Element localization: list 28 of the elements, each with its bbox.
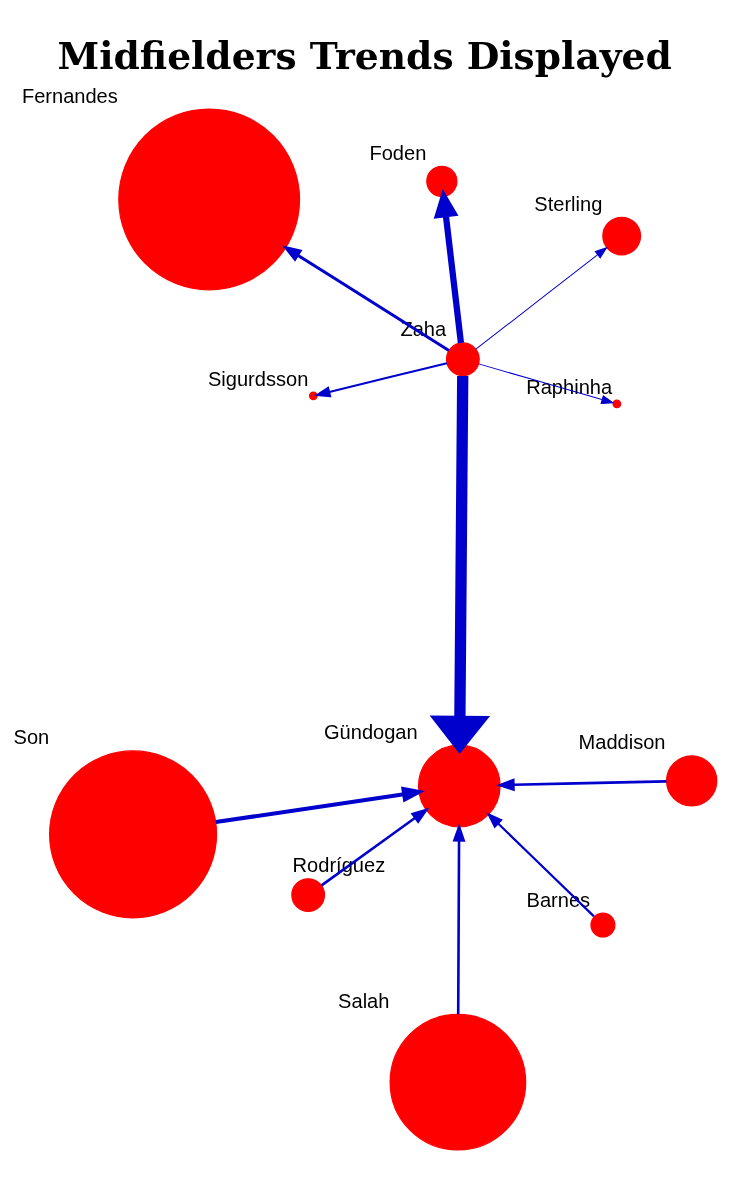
- node-label: Gündogan: [323, 720, 418, 743]
- node-label: Sigurdsson: [207, 367, 309, 390]
- node-circle: [612, 399, 622, 409]
- node-circle: [426, 165, 458, 198]
- node-label: Sterling: [534, 192, 603, 215]
- node-circle: [665, 755, 718, 807]
- arrow: [429, 375, 491, 755]
- node-label: Salah: [338, 989, 390, 1012]
- node-circle: [590, 912, 616, 938]
- node-circle: [602, 216, 642, 256]
- arrow: [433, 188, 465, 344]
- node-circle: [49, 750, 218, 919]
- diagram-title: Midfielders Trends Displayed: [57, 33, 672, 78]
- node-label: Foden: [369, 141, 427, 164]
- node-label: Fernandes: [21, 84, 118, 107]
- arrow: [215, 786, 425, 825]
- arrow: [452, 823, 466, 1015]
- node-circle: [445, 342, 480, 377]
- node-circle: [389, 1013, 527, 1151]
- node-circle: [308, 391, 318, 401]
- node-label: Maddison: [578, 731, 666, 754]
- arrow: [282, 245, 450, 352]
- node-circle: [291, 878, 326, 912]
- arrow: [475, 247, 608, 350]
- arrow: [314, 362, 448, 398]
- node-label: Son: [13, 726, 50, 749]
- arrow: [496, 778, 667, 792]
- arrow: [486, 812, 595, 918]
